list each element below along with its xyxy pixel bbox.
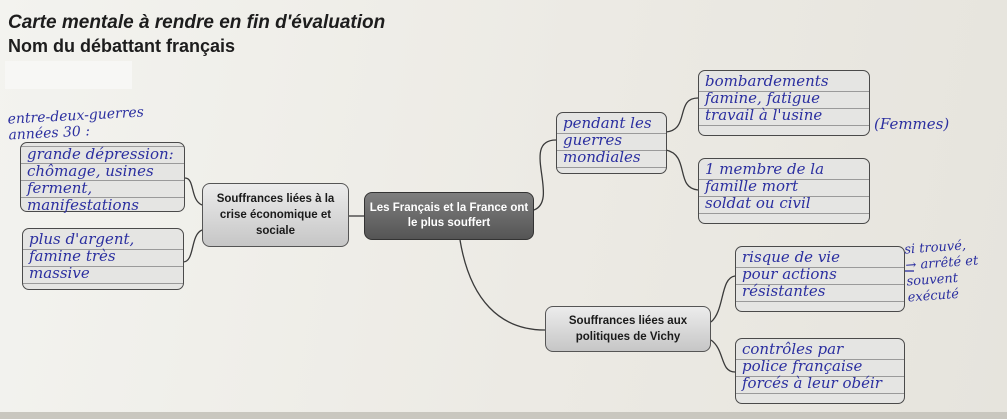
leaf-world-wars: pendant les guerres mondiales — [556, 112, 667, 174]
leaf-world-wars-text: pendant les guerres mondiales — [563, 114, 652, 166]
leaf-police-control: contrôles par police française forcés à … — [735, 338, 905, 404]
branch-vichy-text: Souffrances liées aux politiques de Vich… — [568, 315, 688, 343]
note-women: (Femmes) — [874, 115, 950, 133]
page-title: Carte mentale à rendre en fin d'évaluati… — [8, 12, 386, 33]
leaf-great-depression-text: grande dépression: chômage, usines ferme… — [27, 145, 174, 214]
branch-economic-crisis: Souffrances liées à la crise économique … — [202, 183, 349, 247]
leaf-police-control-text: contrôles par police française forcés à … — [742, 340, 882, 392]
leaf-family-member-dead: 1 membre de la famille mort soldat ou ci… — [698, 158, 870, 224]
leaf-great-depression: grande dépression: chômage, usines ferme… — [20, 142, 185, 214]
central-topic-text: Les Français et la France ont le plus so… — [369, 202, 529, 229]
leaf-bombing-famine-text: bombardements famine, fatigue travail à … — [705, 72, 829, 124]
leaf-no-money-famine-text: plus d'argent, famine très massive — [29, 230, 135, 282]
leaf-bombing-famine: bombardements famine, fatigue travail à … — [698, 70, 870, 136]
branch-vichy-policies: Souffrances liées aux politiques de Vich… — [545, 306, 711, 352]
name-field-blank — [5, 61, 132, 89]
branch-economic-text: Souffrances liées à la crise économique … — [216, 193, 335, 237]
page-subtitle: Nom du débattant français — [8, 36, 236, 56]
page-edge — [0, 412, 1007, 419]
leaf-risk-of-life: risque de vie pour actions résistantes — [735, 246, 905, 312]
leaf-family-member-dead-text: 1 membre de la famille mort soldat ou ci… — [705, 160, 825, 212]
leaf-risk-of-life-text: risque de vie pour actions résistantes — [742, 248, 840, 300]
leaf-no-money-famine: plus d'argent, famine très massive — [22, 228, 184, 290]
central-topic-node: Les Français et la France ont le plus so… — [364, 192, 534, 240]
note-if-found-arrested: si trouvé, → arrêté et souvent exécuté — [903, 238, 979, 306]
